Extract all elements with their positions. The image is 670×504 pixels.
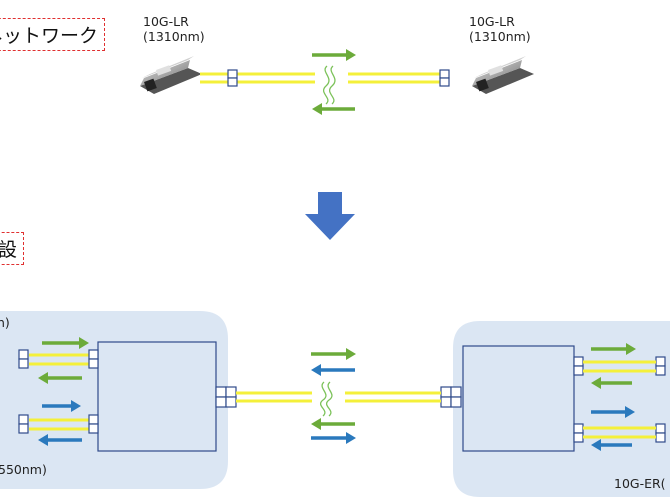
- top-fiber-right: [348, 72, 440, 84]
- connector-icon: [439, 69, 450, 87]
- arrow-blue-left: [38, 434, 82, 446]
- mid-fiber-left: [236, 391, 312, 403]
- top-fiber-left: [200, 72, 315, 84]
- signal-wave-icon: [319, 381, 333, 417]
- right-module-type: 10G-LR: [469, 14, 515, 29]
- right-note-bottom: 10G-ER(: [614, 476, 666, 491]
- arrow-blue-right: [591, 406, 635, 418]
- connector-icon: [215, 386, 237, 408]
- left-fibers-lower: [29, 418, 89, 431]
- arrow-blue-right: [311, 432, 356, 444]
- left-module-wavelength: (1310nm): [143, 29, 205, 44]
- network-label: ネットワーク: [0, 18, 106, 51]
- section-label: 設: [0, 232, 25, 265]
- signal-wave-icon: [322, 65, 336, 105]
- right-fibers-upper: [583, 360, 656, 373]
- right-module-wavelength: (1310nm): [469, 29, 531, 44]
- sfp-transceiver-icon: [140, 56, 202, 94]
- connector-icon: [18, 414, 99, 434]
- left-note-bottom: 550nm): [0, 462, 47, 477]
- left-note-top: n): [0, 315, 10, 330]
- arrow-blue-left: [311, 364, 355, 376]
- arrow-green-left: [312, 103, 355, 115]
- arrow-green-right: [312, 49, 356, 61]
- arrow-green-left: [38, 372, 82, 384]
- down-arrow-icon: [305, 192, 355, 240]
- connector-icon: [18, 349, 99, 369]
- right-module-label: 10G-LR (1310nm): [469, 14, 531, 44]
- sfp-transceiver-icon: [472, 56, 534, 94]
- mid-fiber-right: [345, 391, 441, 403]
- arrow-blue-right: [42, 400, 81, 412]
- right-panel: [453, 321, 670, 497]
- connector-icon: [440, 386, 462, 408]
- left-module-type: 10G-LR: [143, 14, 189, 29]
- arrow-green-right: [42, 337, 89, 349]
- left-fibers-upper: [29, 353, 89, 366]
- arrow-green-right: [591, 343, 636, 355]
- arrow-green-right: [311, 348, 356, 360]
- arrow-blue-left: [591, 439, 632, 451]
- arrow-green-left: [591, 377, 632, 389]
- left-module-label: 10G-LR (1310nm): [143, 14, 205, 44]
- connector-icon: [227, 69, 238, 87]
- arrow-green-left: [311, 418, 355, 430]
- right-fibers-lower: [583, 426, 656, 439]
